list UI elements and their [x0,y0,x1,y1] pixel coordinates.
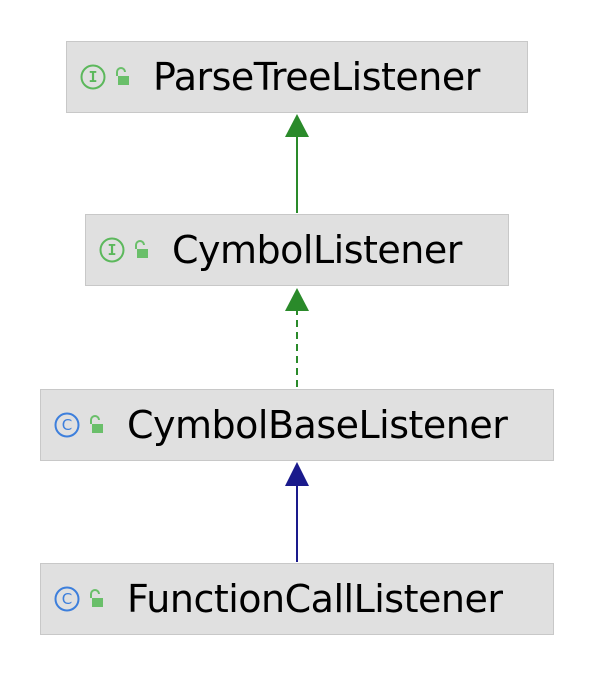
arrowhead-cymbollistener [285,288,309,311]
unlocked-padlock-icon [111,63,133,91]
arrowhead-parsetreelistener [285,114,309,137]
node-label: CymbolBaseListener [127,403,508,447]
svg-text:I: I [88,68,97,86]
svg-text:C: C [62,590,72,608]
interface-icon: I [79,63,107,91]
unlocked-padlock-icon [130,236,152,264]
interface-icon: I [98,236,126,264]
unlocked-padlock-icon [85,585,107,613]
arrowhead-cymbolbaselistener [285,462,309,486]
node-parsetreelistener[interactable]: I ParseTreeListener [66,41,528,113]
node-cymbollistener[interactable]: I CymbolListener [85,214,509,286]
svg-text:I: I [107,241,116,259]
class-icon: C [53,585,81,613]
node-label: CymbolListener [172,228,462,272]
class-icon: C [53,411,81,439]
node-cymbolbaselistener[interactable]: C CymbolBaseListener [40,389,554,461]
node-label: FunctionCallListener [127,577,503,621]
node-label: ParseTreeListener [153,55,480,99]
unlocked-padlock-icon [85,411,107,439]
svg-text:C: C [62,416,72,434]
node-functioncalllistener[interactable]: C FunctionCallListener [40,563,554,635]
